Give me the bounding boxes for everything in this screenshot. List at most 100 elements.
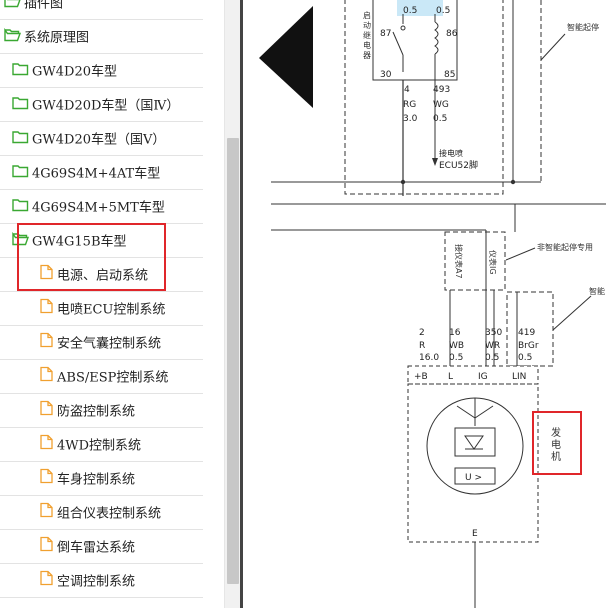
arrow-down-icon (432, 158, 438, 166)
document-icon (40, 332, 53, 352)
tree-item-label: GW4D20车型 (32, 64, 117, 80)
junction-dot-1 (400, 179, 406, 185)
document-icon (40, 468, 53, 488)
non-smart-label: 非智能起停专用 (537, 242, 593, 252)
tree-item[interactable]: GW4D20车型 (0, 53, 203, 88)
relay-pin-86: 86 (446, 29, 458, 39)
prev-page-arrow-icon[interactable] (259, 6, 313, 108)
diagram-canvas: 启动继电器 87 86 30 85 0.5 0.5 4 RG 3.0 493 W… (259, 0, 606, 608)
scrollbar-thumb[interactable] (227, 138, 239, 584)
wire-493-pin: 493 (433, 85, 450, 95)
relay-pin-85: 85 (444, 70, 455, 80)
alt-stem-l (456, 405, 476, 419)
tree-item[interactable]: 安全气囊控制系统 (0, 325, 203, 360)
smart-start-leader (540, 33, 566, 61)
relay-box (344, 0, 504, 195)
folder-open-icon (4, 27, 21, 46)
alt-wire-1-size: 16.0 (419, 353, 439, 363)
relay-top-size-a: 0.5 (403, 6, 417, 16)
relay-pin-30: 30 (380, 70, 392, 80)
alt-wire-3-color: WR (485, 341, 500, 351)
tree-item-label: 4G69S4M+5MT车型 (32, 200, 165, 216)
tree-item-label: 组合仪表控制系统 (57, 506, 162, 522)
tree-item-label: GW4D20车型（国Ⅴ） (32, 132, 166, 148)
tree-scrollbar[interactable] (224, 0, 241, 608)
tree-item[interactable]: 电源、启动系统 (0, 257, 203, 292)
tree-item-label: 防盗控制系统 (57, 404, 136, 420)
alternator-box (407, 383, 539, 543)
generator-label: 发电机 (551, 426, 561, 463)
tree-item-label: 电源、启动系统 (57, 268, 149, 284)
tree-item[interactable]: 电喷ECU控制系统 (0, 291, 203, 326)
tree-item-label: 4WD控制系统 (57, 438, 142, 454)
alt-stem-r (474, 405, 494, 419)
wire-493-size: 0.5 (433, 114, 447, 124)
wire-4-size: 3.0 (403, 114, 418, 124)
alt-wire-4-pin: 419 (518, 328, 535, 338)
ecu-note-line2: ECU52脚 (439, 160, 478, 171)
document-icon (40, 400, 53, 420)
tree-item[interactable]: 车身控制系统 (0, 461, 203, 496)
cluster-a7-label: 接仪表A7 (454, 244, 464, 279)
document-icon (40, 366, 53, 386)
switch-blade (392, 31, 404, 56)
document-icon (40, 570, 53, 590)
ground-label: E (472, 529, 478, 539)
relay-coil-icon (434, 21, 439, 55)
wiring-diagram: 启动继电器 87 86 30 85 0.5 0.5 4 RG 3.0 493 W… (243, 0, 606, 608)
tree-item-label: GW4G15B车型 (32, 234, 127, 250)
wire-4-color: RG (403, 100, 416, 110)
terminal-l: L (448, 372, 453, 382)
switch-contact (400, 25, 406, 31)
tree-item[interactable]: GW4D20D车型（国Ⅳ） (0, 87, 203, 122)
alt-wire-1-pin: 2 (419, 328, 425, 338)
relay-label: 启动继电器 (363, 10, 371, 60)
alt-wire-1-color: R (419, 341, 425, 351)
tree-item-label: 倒车雷达系统 (57, 540, 136, 556)
regulator-label: U > (465, 473, 482, 483)
tree-item-label: 车身控制系统 (57, 472, 136, 488)
tree-item[interactable]: 4G69S4M+4AT车型 (0, 155, 203, 190)
tree-item[interactable]: 倒车雷达系统 (0, 529, 203, 564)
tree-item[interactable]: 系统原理图 (0, 19, 203, 54)
tree-item[interactable]: 插件图 (0, 0, 203, 20)
ecu-note-line1: 接电喷 (439, 148, 463, 158)
lin-box (506, 291, 554, 367)
tree-item-label: 系统原理图 (24, 30, 90, 46)
tree-item[interactable]: 防盗控制系统 (0, 393, 203, 428)
tree-item[interactable]: ABS/ESP控制系统 (0, 359, 203, 394)
relay-inner (372, 0, 458, 81)
folder-icon (12, 129, 29, 148)
relay-glare (397, 0, 443, 16)
tree-item[interactable]: GW4D20车型（国Ⅴ） (0, 121, 203, 156)
tree-item-label: GW4D20D车型（国Ⅳ） (32, 98, 180, 114)
non-smart-leader (505, 247, 536, 261)
alt-wire-4-size: 0.5 (518, 353, 532, 363)
pane-divider[interactable] (240, 0, 243, 608)
document-icon (40, 536, 53, 556)
document-icon (40, 264, 53, 284)
folder-open-icon (12, 231, 29, 250)
tree-item[interactable]: 组合仪表控制系统 (0, 495, 203, 530)
smart-right-label: 智能 (589, 286, 605, 296)
terminal-ig: IG (478, 372, 488, 382)
terminal-b: +B (414, 372, 428, 382)
folder-icon (12, 197, 29, 216)
document-icon (40, 298, 53, 318)
generator-highlight (532, 411, 582, 475)
alt-wire-4-color: BrGr (518, 341, 539, 351)
tree-item-label: 空调控制系统 (57, 574, 136, 590)
folder-icon (12, 163, 29, 182)
tree-item[interactable]: 空调控制系统 (0, 563, 203, 598)
folder-icon (12, 95, 29, 114)
folder-open-icon (4, 0, 21, 12)
tree-item-label: ABS/ESP控制系统 (57, 370, 169, 386)
regulator-box (454, 467, 496, 485)
tree-item[interactable]: 4G69S4M+5MT车型 (0, 189, 203, 224)
tree-item[interactable]: GW4G15B车型 (0, 223, 203, 258)
wire-493-color: WG (433, 100, 449, 110)
alt-wire-2-color: WB (449, 341, 464, 351)
tree-item-label: 电喷ECU控制系统 (57, 302, 166, 318)
rectifier-box (454, 427, 496, 457)
tree-item[interactable]: 4WD控制系统 (0, 427, 203, 462)
